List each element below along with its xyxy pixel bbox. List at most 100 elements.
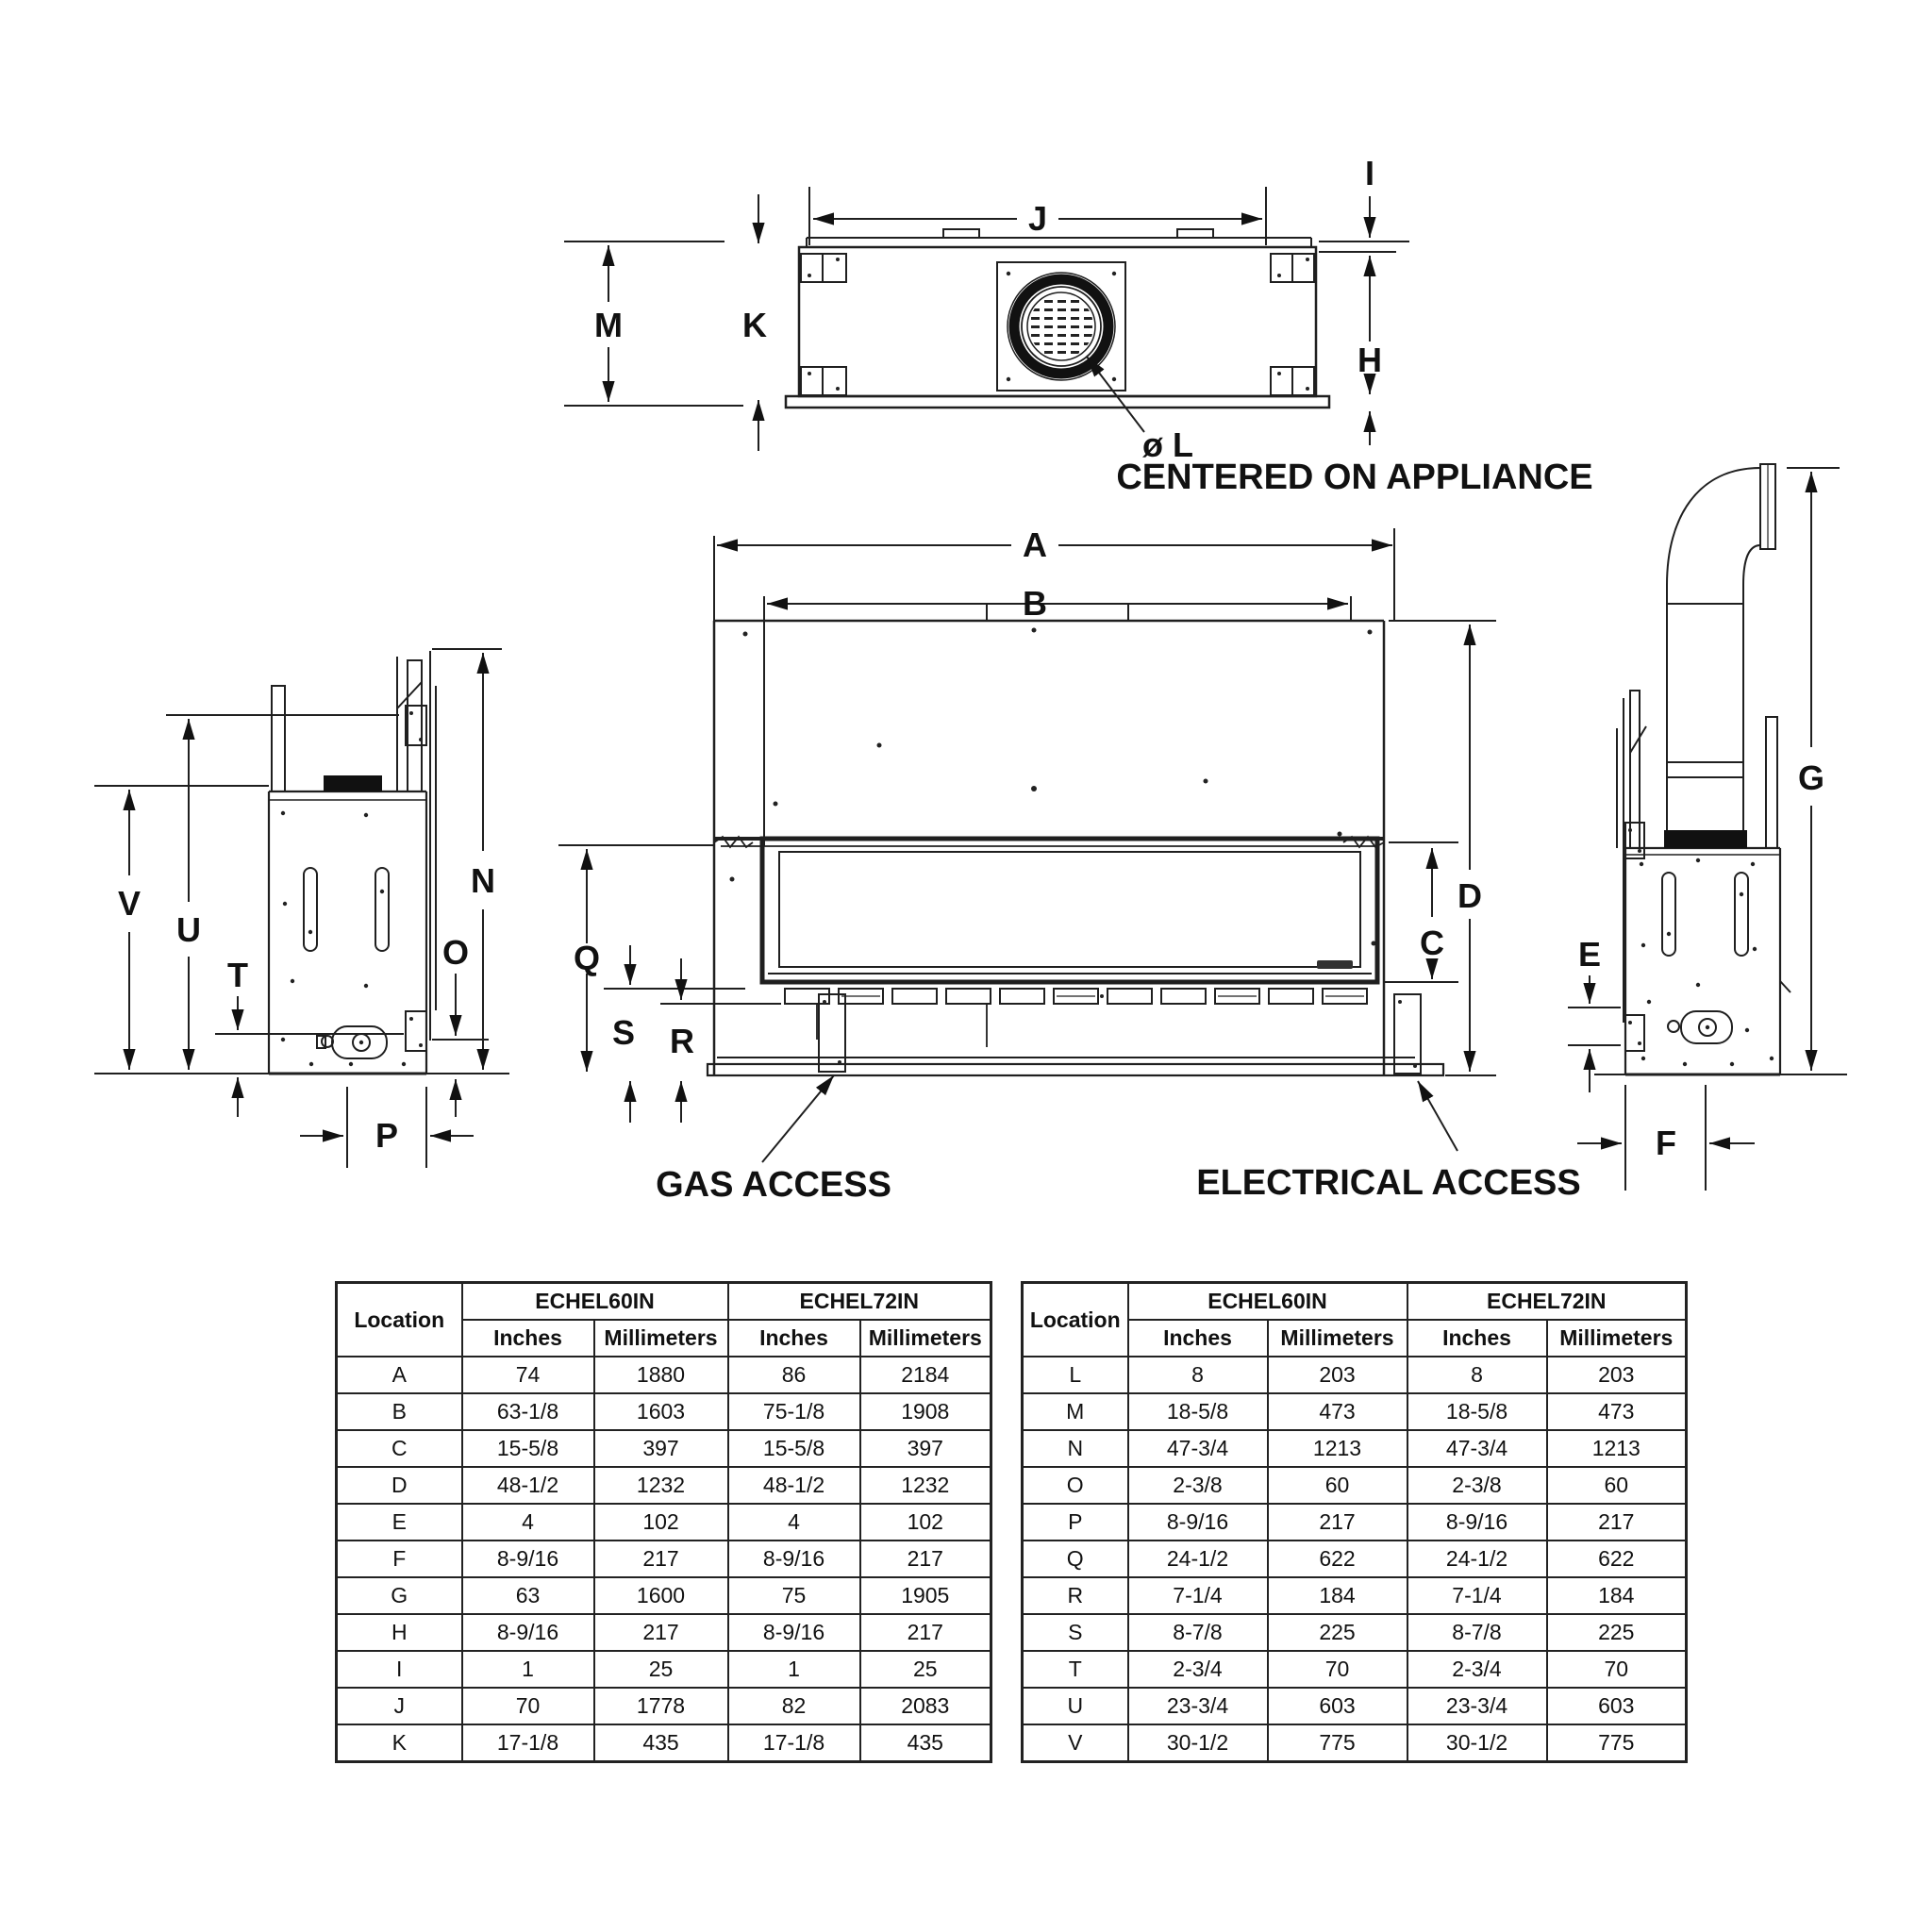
table-cell: 17-1/8 bbox=[726, 1724, 861, 1763]
table-cell: O bbox=[1021, 1466, 1129, 1505]
table-cell: L bbox=[1021, 1356, 1129, 1394]
table: Location ECHEL60IN ECHEL72IN Inches Mill… bbox=[335, 1281, 993, 1763]
table-cell: 25 bbox=[592, 1650, 729, 1689]
flue-diameter-callout: ø L bbox=[1086, 356, 1193, 464]
screw-dots bbox=[1639, 858, 1774, 1067]
dim-e: E bbox=[1568, 935, 1621, 1092]
table-cell: 60 bbox=[1545, 1466, 1688, 1505]
table-cell: 775 bbox=[1266, 1724, 1408, 1763]
table-cell: 4 bbox=[460, 1503, 595, 1541]
table-cell: 63-1/8 bbox=[460, 1392, 595, 1431]
dim-g: G bbox=[1787, 467, 1840, 1071]
column-header-millimeters: Millimeters bbox=[1545, 1319, 1688, 1357]
table-cell: 102 bbox=[858, 1503, 992, 1541]
table-cell: A bbox=[335, 1356, 463, 1394]
table-cell: 217 bbox=[592, 1613, 729, 1652]
table-subheader-row: Inches Millimeters Inches Millimeters bbox=[1023, 1319, 1688, 1357]
dim-m: M bbox=[564, 241, 743, 407]
column-header-inches: Inches bbox=[726, 1319, 861, 1357]
table-cell: 102 bbox=[592, 1503, 729, 1541]
flue-collar bbox=[996, 261, 1126, 391]
column-header-millimeters: Millimeters bbox=[858, 1319, 992, 1357]
table-cell: 225 bbox=[1266, 1613, 1408, 1652]
table-cell: 18-5/8 bbox=[1406, 1392, 1548, 1431]
table-cell: 8-9/16 bbox=[726, 1613, 861, 1652]
table-cell: 473 bbox=[1545, 1392, 1688, 1431]
dim-label-r: R bbox=[670, 1022, 694, 1060]
table-cell: 30-1/2 bbox=[1406, 1724, 1548, 1763]
dim-k: K bbox=[742, 194, 767, 451]
table-cell: 24-1/2 bbox=[1126, 1540, 1269, 1578]
table-cell: D bbox=[335, 1466, 463, 1505]
dim-label-p: P bbox=[375, 1116, 398, 1155]
table-cell: 82 bbox=[726, 1687, 861, 1725]
table-cell: 1908 bbox=[858, 1392, 992, 1431]
dim-label-q: Q bbox=[574, 939, 600, 977]
table-cell: 2184 bbox=[858, 1356, 992, 1394]
column-header-inches: Inches bbox=[1126, 1319, 1269, 1357]
gas-valve bbox=[316, 1025, 388, 1059]
dim-label-t: T bbox=[227, 956, 248, 994]
table-cell: 8-9/16 bbox=[460, 1540, 595, 1578]
table-cell: H bbox=[335, 1613, 463, 1652]
dimension-table-l-v: Location ECHEL60IN ECHEL72IN Inches Mill… bbox=[1021, 1281, 1689, 1763]
table-cell: 23-3/4 bbox=[1406, 1687, 1548, 1725]
table-cell: 4 bbox=[726, 1503, 861, 1541]
dim-label-b: B bbox=[1023, 584, 1047, 623]
table-cell: 7-1/4 bbox=[1126, 1576, 1269, 1615]
table-cell: 1600 bbox=[592, 1576, 729, 1615]
table-cell: P bbox=[1021, 1503, 1129, 1541]
dim-label-d: D bbox=[1457, 876, 1482, 915]
flue-gasket bbox=[1664, 830, 1747, 848]
table-cell: 23-3/4 bbox=[1126, 1687, 1269, 1725]
table-cell: 397 bbox=[858, 1429, 992, 1468]
table-cell: 622 bbox=[1266, 1540, 1408, 1578]
standoffs bbox=[271, 651, 437, 1041]
column-header-model1: ECHEL60IN bbox=[1126, 1281, 1408, 1321]
electrical-access-bracket bbox=[1393, 993, 1422, 1074]
vent-pipe bbox=[1666, 463, 1776, 830]
table-cell: 217 bbox=[1266, 1503, 1408, 1541]
table-cell: 1213 bbox=[1266, 1429, 1408, 1468]
table-cell: 25 bbox=[858, 1650, 992, 1689]
table-cell: 473 bbox=[1266, 1392, 1408, 1431]
table-cell: U bbox=[1021, 1687, 1129, 1725]
table-cell: 217 bbox=[858, 1540, 992, 1578]
table-cell: Q bbox=[1021, 1540, 1129, 1578]
table-cell: 225 bbox=[1545, 1613, 1688, 1652]
dim-j: J bbox=[808, 187, 1267, 245]
table-cell: 8-9/16 bbox=[460, 1613, 595, 1652]
screw-dots bbox=[280, 810, 407, 1067]
table-cell: G bbox=[335, 1576, 463, 1615]
dim-label-v: V bbox=[118, 884, 141, 923]
dim-n: N bbox=[432, 648, 502, 1070]
column-header-model2: ECHEL72IN bbox=[726, 1281, 992, 1321]
table-cell: 86 bbox=[726, 1356, 861, 1394]
table-cell: 18-5/8 bbox=[1126, 1392, 1269, 1431]
brand-logo bbox=[1317, 960, 1353, 969]
table-cell: 8-9/16 bbox=[1406, 1503, 1548, 1541]
table-cell: 1778 bbox=[592, 1687, 729, 1725]
table-cell: 70 bbox=[1545, 1650, 1688, 1689]
table-cell: B bbox=[335, 1392, 463, 1431]
table-cell: 203 bbox=[1266, 1356, 1408, 1394]
column-header-millimeters: Millimeters bbox=[592, 1319, 729, 1357]
table-cell: 63 bbox=[460, 1576, 595, 1615]
table-cell: 1213 bbox=[1545, 1429, 1688, 1468]
table-cell: 15-5/8 bbox=[460, 1429, 595, 1468]
table-cell: 184 bbox=[1266, 1576, 1408, 1615]
dim-label-j: J bbox=[1028, 199, 1047, 238]
dim-label-s: S bbox=[612, 1013, 635, 1052]
dim-p: P bbox=[300, 1087, 474, 1168]
centered-on-appliance-label: CENTERED ON APPLIANCE bbox=[1116, 458, 1592, 497]
dim-f: F bbox=[1577, 1085, 1755, 1191]
